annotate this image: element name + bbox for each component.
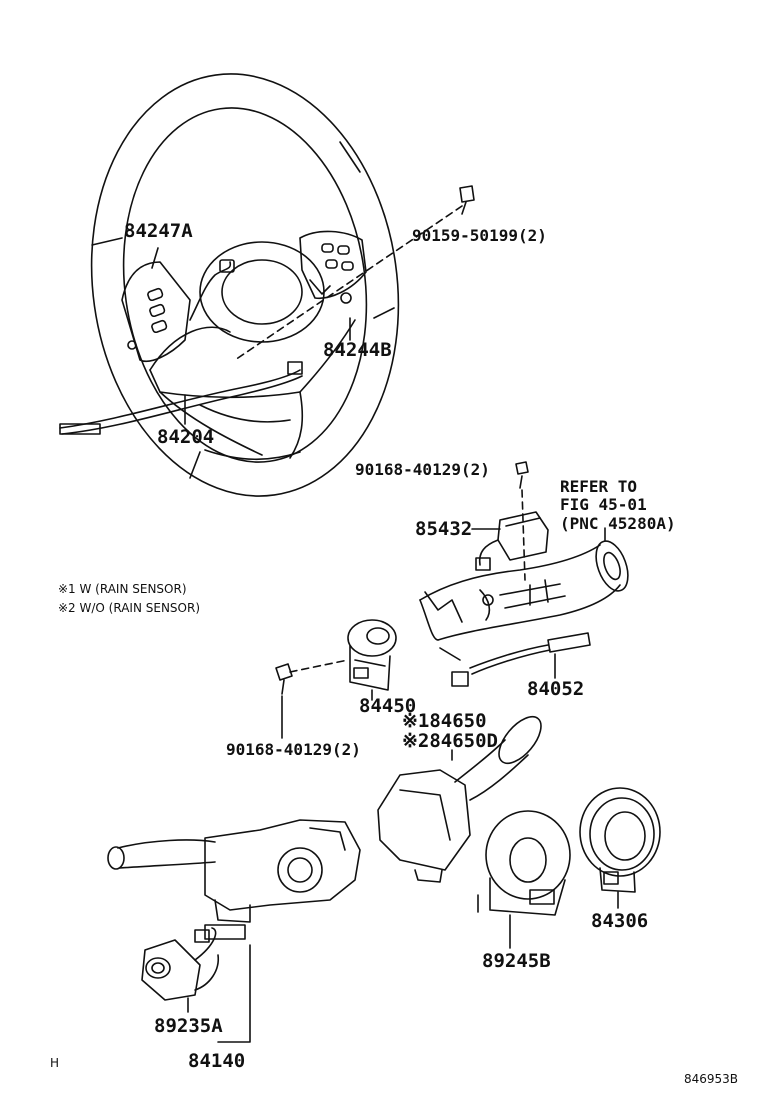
reference-note: REFER TO FIG 45-01 (PNC 45280A) (560, 477, 676, 533)
part-label-84247A: 84247A (124, 220, 193, 242)
ignition-switch-84450-illustration (348, 620, 396, 690)
wiper-switch-84650-illustration (378, 710, 549, 882)
footer-left-mark: H (50, 1056, 60, 1070)
part-label-84650: ※184650 (402, 710, 487, 732)
part-label-84650D: ※284650D (402, 730, 498, 752)
part-label-84306: 84306 (591, 910, 649, 932)
part-label-89245B: 89245B (482, 950, 551, 972)
steering-wheel-illustration (60, 54, 425, 516)
legend-note-2: ※2 W/O (RAIN SENSOR) (58, 601, 201, 615)
bolt-90168-lower-illustration (276, 664, 292, 694)
part-label-84204: 84204 (157, 426, 215, 448)
reference-line-2: FIG 45-01 (560, 495, 647, 515)
bolt-90159-illustration (460, 186, 474, 214)
part-label-90168-40129-upper: 90168-40129(2) (355, 460, 490, 479)
part-label-84450: 84450 (359, 695, 417, 717)
spiral-cable-89245B-illustration (478, 811, 570, 915)
part-label-85432: 85432 (415, 518, 473, 540)
part-label-84244B: 84244B (323, 339, 392, 361)
sensor-84052-illustration (452, 633, 590, 686)
sensor-85432-illustration (476, 512, 548, 570)
sensor-89235A-illustration (142, 928, 218, 1000)
drawing-number: 846953B (684, 1072, 739, 1086)
part-label-90159-50199: 90159-50199(2) (412, 226, 547, 245)
reference-line-1: REFER TO (560, 477, 638, 496)
steering-column-illustration (420, 537, 634, 660)
part-label-89235A: 89235A (154, 1015, 223, 1037)
part-label-90168-40129-lower: 90168-40129(2) (226, 740, 361, 759)
combination-switch-84140-illustration (108, 820, 360, 939)
reference-line-3: (PNC 45280A) (560, 513, 676, 533)
part-label-84140: 84140 (188, 1050, 246, 1072)
part-label-84052: 84052 (527, 678, 585, 700)
legend-note-1: ※1 W (RAIN SENSOR) (58, 582, 187, 596)
spiral-cable-84306-illustration (580, 788, 660, 892)
bolt-90168-upper-illustration (516, 462, 528, 488)
